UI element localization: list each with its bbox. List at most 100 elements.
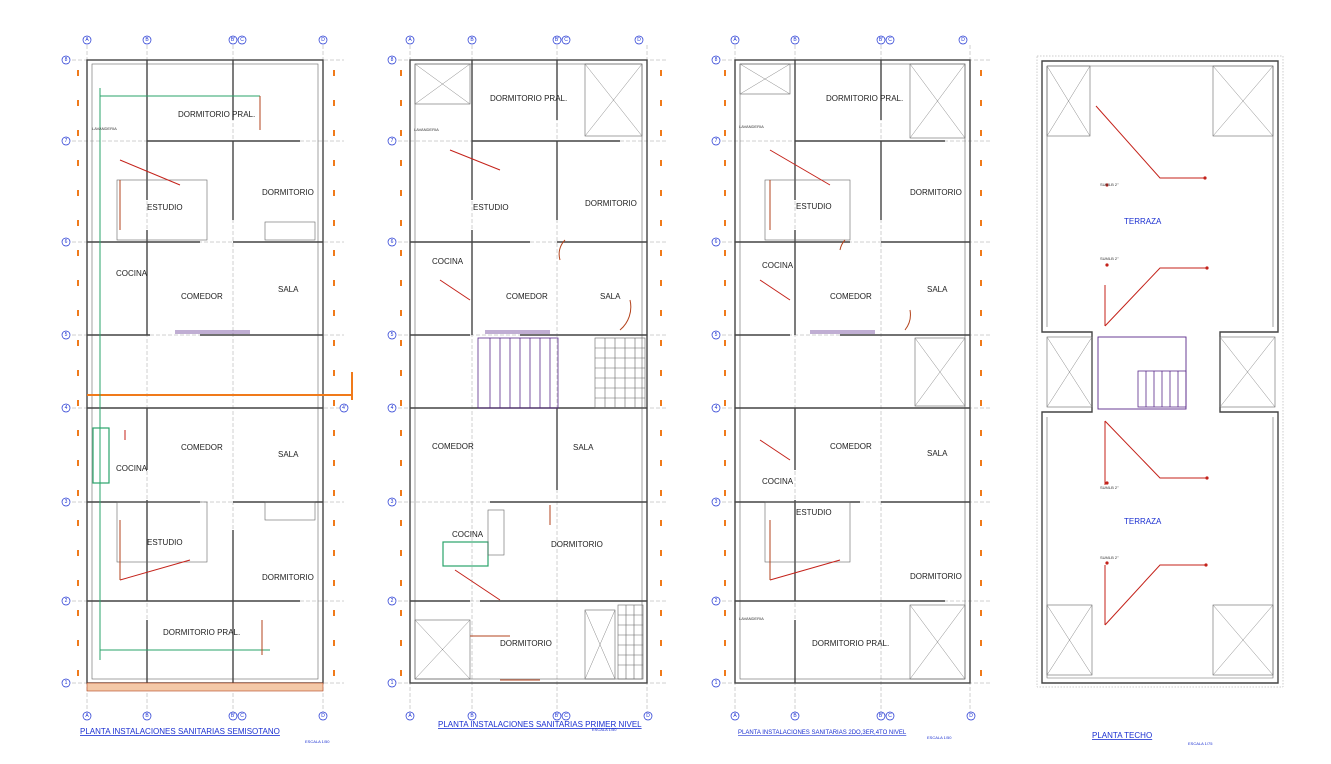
column-tick <box>724 580 726 586</box>
plan-techo: SUMLB 2" SUMLB 2" SUMLB 2" SUMLB 2" TERR… <box>1036 55 1284 746</box>
room-label: COCINA <box>432 257 464 266</box>
axis-label: 2 <box>391 598 394 604</box>
axis-label: D <box>321 713 325 719</box>
room-label: ESTUDIO <box>473 203 509 212</box>
plan-title: PLANTA TECHO <box>1092 731 1152 740</box>
column-tick <box>660 550 662 556</box>
axis-label: B' <box>231 713 235 719</box>
plan-title: PLANTA INSTALACIONES SANITARIAS 2DO,3ER,… <box>738 730 907 736</box>
axis-label: 8 <box>391 57 394 63</box>
column-tick <box>333 610 335 616</box>
plan-primer-nivel: DORMITORIO PRAL. LAVANDERIA ESTUDIO DORM… <box>387 35 667 732</box>
axis-label: B' <box>555 37 559 43</box>
plan-title: PLANTA INSTALACIONES SANITARIAS SEMISOTA… <box>80 727 280 736</box>
column-tick <box>400 280 402 286</box>
column-tick <box>333 430 335 436</box>
plan-semisotano: DORMITORIO PRAL. DORMITORIO ESTUDIO COCI… <box>61 35 353 744</box>
column-tick <box>660 340 662 346</box>
axis-label: 8 <box>65 57 68 63</box>
stair <box>477 337 559 409</box>
column-tick <box>724 400 726 406</box>
column-tick <box>333 250 335 256</box>
column-tick <box>980 310 982 316</box>
column-tick <box>980 640 982 646</box>
column-tick <box>724 460 726 466</box>
axis-label: B' <box>555 713 559 719</box>
room-label: COMEDOR <box>432 442 474 451</box>
room-label: SALA <box>927 285 948 294</box>
column-tick <box>660 400 662 406</box>
room-label: DORMITORIO <box>262 573 314 582</box>
axis-label: 4 <box>715 405 718 411</box>
column-tick <box>660 70 662 76</box>
axis-label: 3 <box>65 499 68 505</box>
column-tick <box>724 160 726 166</box>
room-label: DORMITORIO PRAL. <box>490 94 567 103</box>
room-label: LAVANDERIA <box>739 616 764 621</box>
axis-label: C <box>240 37 244 43</box>
room-label: DORMITORIO PRAL. <box>178 110 255 119</box>
column-tick <box>660 520 662 526</box>
room-label: ESTUDIO <box>147 203 183 212</box>
room-label: SALA <box>278 450 299 459</box>
room-label: LAVANDERIA <box>739 124 764 129</box>
column-tick <box>77 130 79 136</box>
column-tick <box>980 400 982 406</box>
column-tick <box>980 220 982 226</box>
axis-label: A <box>85 37 89 43</box>
axis-label: 3 <box>715 499 718 505</box>
column-tick <box>980 280 982 286</box>
column-tick <box>660 580 662 586</box>
room-label: COMEDOR <box>506 292 548 301</box>
column-tick <box>724 520 726 526</box>
column-tick <box>660 220 662 226</box>
column-tick <box>660 670 662 676</box>
column-tick <box>724 640 726 646</box>
axis-label: 5 <box>391 332 394 338</box>
column-tick <box>724 100 726 106</box>
room-label: DORMITORIO <box>585 199 637 208</box>
axis-label: C <box>564 37 568 43</box>
column-tick <box>660 310 662 316</box>
axis-label: D <box>321 37 325 43</box>
axis-bubbles: A B B' C D A B B' C D 8 7 6 5 4 4' 3 2 1 <box>61 35 349 721</box>
axis-label: A <box>733 37 737 43</box>
column-tick <box>980 670 982 676</box>
column-tick <box>77 610 79 616</box>
column-tick <box>724 670 726 676</box>
room-label: SALA <box>927 449 948 458</box>
axis-label: B' <box>879 713 883 719</box>
axis-label: 4 <box>391 405 394 411</box>
column-tick <box>400 400 402 406</box>
axis-label: B <box>793 37 797 43</box>
column-tick <box>724 280 726 286</box>
axis-label: 5 <box>65 332 68 338</box>
column-tick <box>400 460 402 466</box>
column-tick <box>333 490 335 496</box>
drain-label: SUMLB 2" <box>1100 485 1119 490</box>
column-tick <box>400 640 402 646</box>
room-label: SALA <box>278 285 299 294</box>
column-tick <box>77 370 79 376</box>
column-tick <box>400 100 402 106</box>
column-tick <box>724 610 726 616</box>
axis-label: B <box>470 37 474 43</box>
column-markers <box>77 70 982 676</box>
column-tick <box>77 550 79 556</box>
column-tick <box>724 490 726 496</box>
column-tick <box>77 100 79 106</box>
axis-label: 8 <box>715 57 718 63</box>
axis-label: 6 <box>715 239 718 245</box>
room-label: DORMITORIO <box>551 540 603 549</box>
column-tick <box>660 370 662 376</box>
axis-label: 1 <box>65 680 68 686</box>
column-tick <box>333 670 335 676</box>
column-tick <box>400 160 402 166</box>
axis-label: 3 <box>391 499 394 505</box>
room-label: DORMITORIO PRAL. <box>163 628 240 637</box>
column-tick <box>980 250 982 256</box>
room-label: COMEDOR <box>181 292 223 301</box>
column-tick <box>400 430 402 436</box>
plan-scale: ESCALA 1/50 <box>592 727 617 732</box>
